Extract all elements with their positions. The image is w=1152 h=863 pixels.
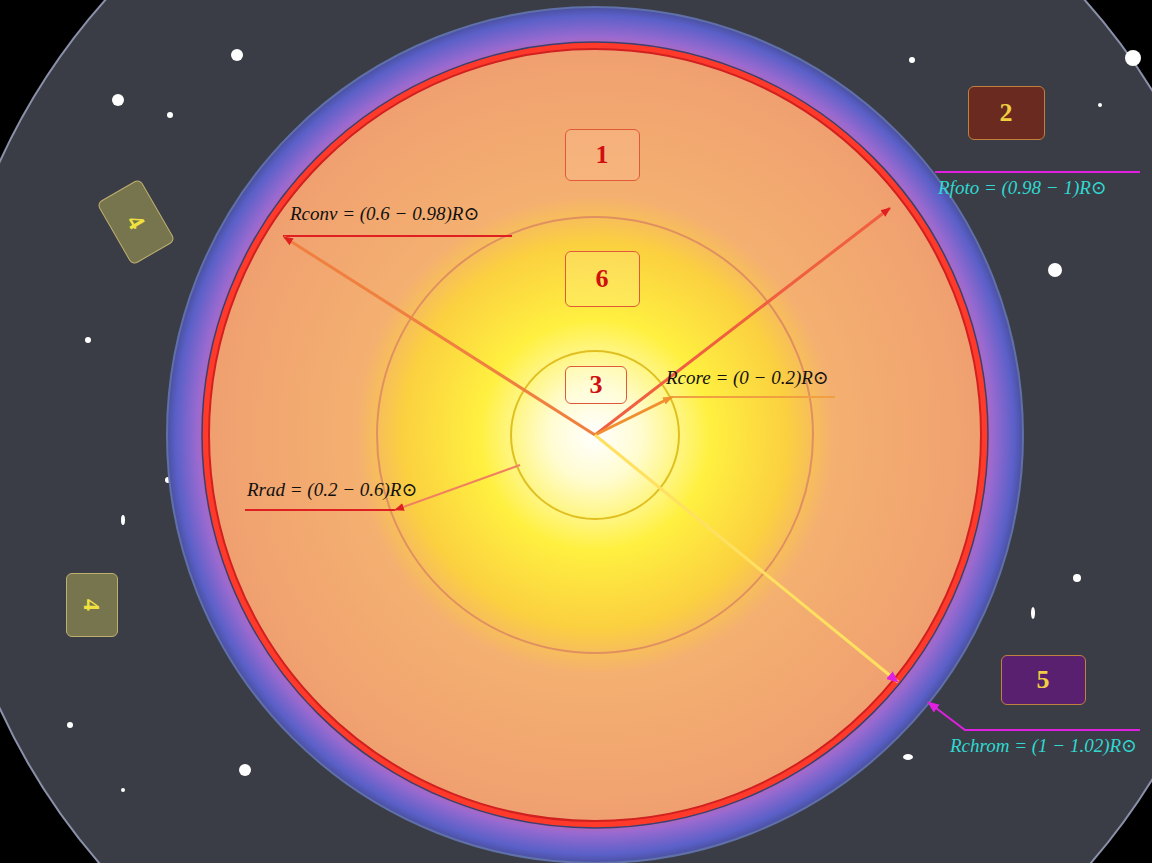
radius-label: Rrad = (0.2 − 0.6)R⊙	[247, 478, 417, 501]
callout-number: 3	[590, 370, 603, 400]
callout-number: 1	[596, 140, 609, 170]
callout-number: 6	[596, 264, 609, 294]
callout-number: 4	[79, 599, 106, 611]
callout-box: 2	[968, 86, 1045, 140]
callout-number: 5	[1037, 665, 1050, 695]
radius-label: Rchrom = (1 − 1.02)R⊙	[950, 734, 1137, 757]
radius-label: Rconv = (0.6 − 0.98)R⊙	[290, 202, 479, 225]
callout-box: 5	[1001, 655, 1086, 705]
callout-number: 4	[121, 210, 150, 234]
callout-box: 3	[565, 366, 627, 404]
radius-label: Rfoto = (0.98 − 1)R⊙	[938, 176, 1107, 199]
callout-box: 6	[565, 251, 640, 307]
callout-box: 1	[565, 129, 640, 181]
callout-box: 4	[66, 573, 118, 637]
callout-number: 2	[1000, 98, 1013, 128]
radius-label: Rcore = (0 − 0.2)R⊙	[666, 366, 829, 389]
